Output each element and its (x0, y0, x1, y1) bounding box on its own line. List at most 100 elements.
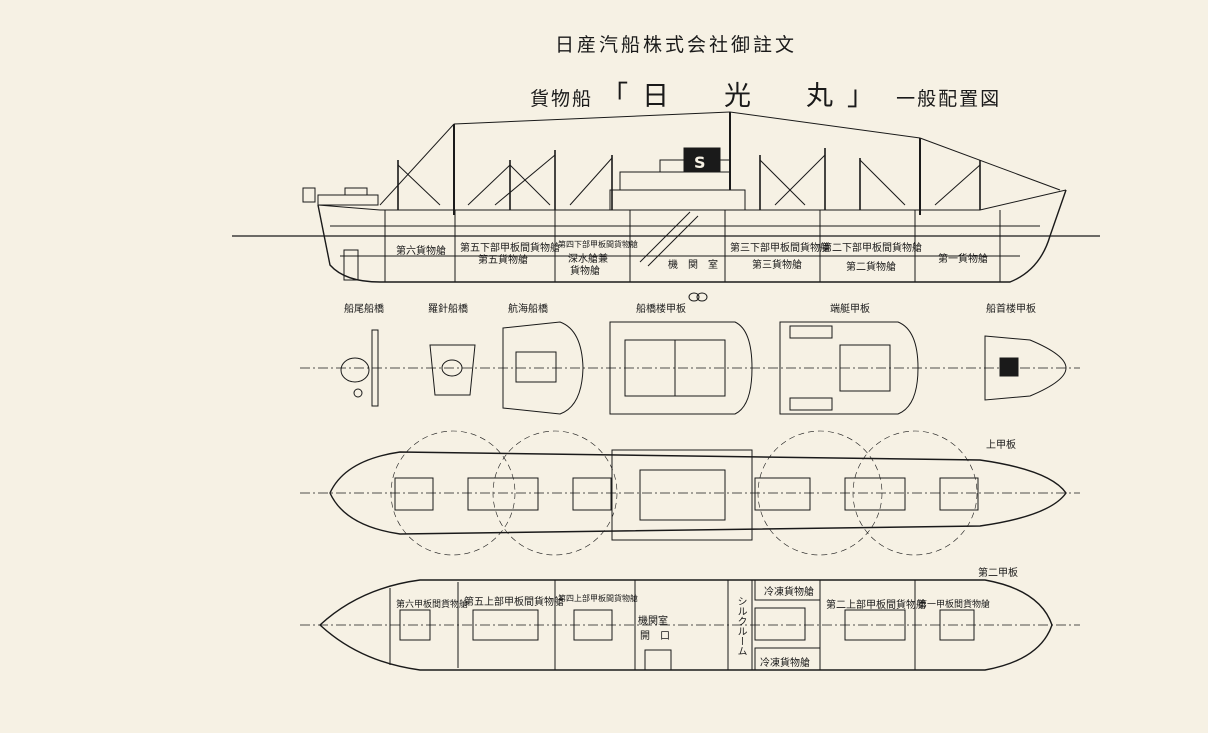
title-suffix: 一般配置図 (896, 88, 1002, 110)
superstructure-mid (620, 172, 730, 190)
funnel-mark: S (694, 153, 706, 172)
label-deep-tank: 深水艙兼 (568, 254, 608, 265)
label-hold1: 第一貨物艙 (938, 254, 988, 265)
derrick (570, 158, 612, 205)
keel-mark (697, 293, 707, 301)
poop-bridge (345, 188, 367, 195)
profile-upper-deck (318, 190, 1066, 210)
poop-bridge-plan (372, 330, 378, 406)
stay (920, 138, 1060, 190)
hatch (755, 608, 805, 640)
poop-bridge-gear (354, 389, 362, 397)
derrick (510, 165, 550, 205)
sd-label-hold5: 第五上部甲板間貨物艙 (464, 597, 564, 608)
label-hold6: 第六貨物艙 (396, 246, 446, 257)
lifeboat (790, 398, 832, 410)
title-boat-deck: 端艇甲板 (830, 304, 870, 315)
hatch (940, 610, 974, 640)
derrick-arc (853, 431, 977, 555)
derrick-arc (758, 431, 882, 555)
hatch (400, 610, 430, 640)
ship-name: 「日 光 丸」 (601, 81, 889, 112)
derrick (495, 155, 555, 205)
profile-view: S (232, 112, 1100, 301)
drawing-title: 貨物船 「日 光 丸」 一般配置図 (530, 74, 1001, 113)
funnel (684, 148, 720, 172)
stern-flag (303, 188, 315, 202)
label-hold2-upper: 第二下部甲板間貨物艙 (822, 243, 922, 254)
title-forecastle-deck: 船首楼甲板 (986, 304, 1036, 315)
derrick (775, 155, 825, 205)
boat-deck-house (840, 345, 890, 391)
derrick-arc (493, 431, 617, 555)
hatch-3 (755, 478, 810, 510)
poop-bridge-gear (341, 358, 369, 382)
title-nav-bridge: 航海船橋 (508, 304, 548, 315)
wheelhouse (516, 352, 556, 382)
small-deck-plans (300, 322, 1080, 414)
hatch-6 (395, 478, 433, 510)
engine-casing (640, 470, 725, 520)
derrick (760, 160, 805, 205)
sd-label-hatch: 開 口 (640, 631, 670, 642)
second-deck-plan (300, 580, 1080, 670)
superstructure-lower (610, 190, 745, 210)
derrick-arc (391, 431, 515, 555)
refrig-hold-bottom (755, 648, 820, 670)
engine-ladder (648, 216, 698, 266)
engine-ladder (640, 212, 690, 262)
derrick (935, 165, 980, 205)
upper-deck-plan (300, 431, 1080, 555)
label-hold3-upper: 第三下部甲板間貨物艙 (730, 243, 830, 254)
drawing-title-client: 日産汽船株式会社御註文 (555, 34, 798, 56)
title-poop-bridge: 船尾船橋 (344, 304, 384, 315)
forecastle-deck-plan (985, 336, 1066, 400)
title-second-deck: 第二甲板 (978, 568, 1018, 579)
lifeboat (790, 326, 832, 338)
derrick (860, 160, 905, 205)
engine-room-grating (645, 650, 671, 670)
stay (380, 124, 454, 205)
boat-deck-plan (780, 322, 918, 414)
refrig-hold-top (755, 580, 820, 600)
hatch-5 (468, 478, 538, 510)
label-hold5-upper: 第五下部甲板間貨物艙 (460, 243, 560, 254)
derrick (468, 165, 510, 205)
label-hold2: 第二貨物艙 (846, 262, 896, 273)
nav-bridge-plan (503, 322, 583, 414)
sd-label-hold4: 第四上部甲板間貨物艙 (558, 594, 638, 603)
label-cargo-hold: 貨物艙 (570, 266, 600, 277)
label-hold5: 第五貨物艙 (478, 255, 528, 266)
hatch (845, 610, 905, 640)
midship-house (612, 450, 752, 540)
stay (454, 112, 730, 124)
compass (442, 360, 462, 376)
title-compass-bridge: 羅針船橋 (428, 304, 468, 315)
keel-mark (689, 293, 699, 301)
label-hold3: 第三貨物艙 (752, 260, 802, 271)
title-bridge-deck: 船橋楼甲板 (636, 304, 686, 315)
hatch-1 (940, 478, 978, 510)
sd-label-silk-room: シルクルーム (735, 596, 746, 656)
hatch (473, 610, 538, 640)
sd-label-refrig-bottom: 冷凍貨物艙 (760, 658, 810, 669)
sd-label-engine-room: 機関室 (638, 616, 668, 627)
rudder (344, 250, 358, 280)
hatch-2 (845, 478, 905, 510)
stay (730, 112, 920, 138)
sd-label-hold6: 第六甲板間貨物艙 (396, 600, 469, 610)
profile-hull (318, 190, 1066, 282)
bridge-deck-plan (610, 322, 752, 414)
hatch-4 (573, 478, 611, 510)
poop-house (318, 195, 378, 205)
label-hold4-upper: 第四下部甲板間貨物艙 (558, 240, 638, 249)
sd-label-hold2: 第二上部甲板間貨物艙 (826, 600, 926, 611)
title-prefix: 貨物船 (530, 88, 594, 110)
label-engine-room: 機 関 室 (668, 260, 718, 271)
hatch (574, 610, 612, 640)
sd-label-refrig-top: 冷凍貨物艙 (764, 587, 814, 598)
title-upper-deck: 上甲板 (986, 440, 1016, 451)
sd-label-hold1: 第一甲板間貨物艙 (918, 600, 991, 610)
